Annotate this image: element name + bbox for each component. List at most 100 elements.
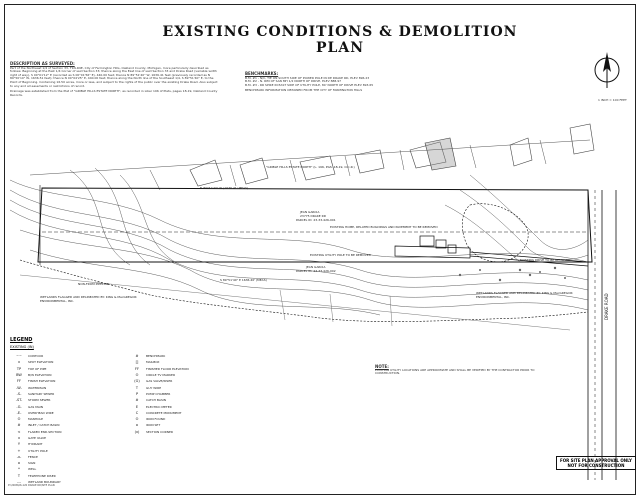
legend-row: ~~CONTOUR xyxy=(10,353,62,359)
parcel1-id: PARCEL ID: 23-33-426-001 xyxy=(296,218,336,222)
legend-label: GATE VALVE xyxy=(28,436,47,440)
legend-label: TELEPHONE RISER xyxy=(28,473,56,478)
legend-row: E ELECTRIC METER xyxy=(128,403,189,409)
legend-label: IRON SET xyxy=(146,423,161,428)
sheet-border xyxy=(4,4,636,495)
north-arrow-icon xyxy=(594,52,620,88)
legend-row: -x- FENCE xyxy=(10,454,62,460)
legend-label: OVERHEAD WIRE xyxy=(28,410,54,415)
legend-label: FINISHED FLOOR ELEVATION xyxy=(146,366,189,371)
wetland-south-label: WETLANDS FLAGGED AND DELINEATED BY: KING… xyxy=(40,295,137,303)
legend-label: SPOT ELEVATION xyxy=(28,360,54,365)
benchmark-note: BENCHMARK INFORMATION OBTAINED FROM THE … xyxy=(245,88,363,93)
legend-row: #CATCH BASIN xyxy=(128,397,189,403)
legend-subtitle: EXISTING (IN) xyxy=(10,345,34,349)
legend-symbol-icon: [] xyxy=(135,360,139,365)
legend-symbol-icon: # xyxy=(17,423,21,428)
legend-row: # BENCHMARK xyxy=(128,353,189,359)
legend-row: TP TOP OF PIPE xyxy=(10,366,62,372)
benchmark-3: B.M. #3 - RR SPIKE IN EAST SIDE OF UTILI… xyxy=(245,82,374,87)
legend-symbol-icon: # xyxy=(135,354,139,359)
stamp-line-2: NOT FOR CONSTRUCTION xyxy=(567,463,625,468)
legend-label: CIRCLE TV MARKER xyxy=(146,373,176,378)
sheet-title: EXISTING CONDITIONS & DEMOLITION PLAN xyxy=(162,24,518,56)
legend-symbol-icon: o xyxy=(17,461,21,466)
legend-label: WATERMAIN xyxy=(28,385,47,390)
legend-symbol-icon: FF xyxy=(16,379,22,384)
legend-label: FINISH ELEVATION xyxy=(28,379,56,384)
benchmark-2: B.M. #2 - N. RIM OF SAN MH 1/2 NORTH OF … xyxy=(245,79,342,84)
legend-symbol-icon: < xyxy=(17,429,21,434)
legend-row: <FLARED END-SECTION xyxy=(10,429,62,435)
legend-symbol-icon: -x- xyxy=(16,454,22,459)
legend-symbol-icon: -S- xyxy=(16,391,22,396)
legend-symbol-icon: O xyxy=(135,373,139,378)
legend-symbol-icon: o xyxy=(135,423,139,428)
legend-label: SECTION CORNER xyxy=(146,429,173,434)
legend-label: MANHOLE xyxy=(28,417,44,422)
north-bearing-label: N 89°51'40" W (1636.41' MEAS) xyxy=(200,186,249,190)
existing-home-label: EXISTING HOME, RELATED BUILDINGS AND PAV… xyxy=(330,225,438,229)
legend-symbol-icon: -G- xyxy=(16,404,22,409)
legend-label: INLET / CATCH BASIN xyxy=(28,423,60,428)
legend-title: LEGEND xyxy=(10,337,33,343)
legend-label: BENCHMARK xyxy=(146,354,166,359)
legend-label: MAILBOX xyxy=(146,360,160,365)
legend-row: -ST-STORM SEWER xyxy=(10,397,62,403)
wetland-boundary xyxy=(19,203,589,322)
legend-symbol-icon: -E- xyxy=(16,410,22,415)
legend-row: -G- GAS MAIN xyxy=(10,403,62,409)
legend-row: (x)SECTION CORNER xyxy=(128,429,189,435)
legend-row: [] MAILBOX xyxy=(128,359,189,365)
legend-row: O CIRCLE TV MARKER xyxy=(128,372,189,378)
legend-symbol-icon: C xyxy=(135,410,139,415)
subdivision-label: "GRIBLE HILLS ESTATE NORTH" (L. 196, PGS… xyxy=(266,165,355,169)
legal-description-heading: DESCRIPTION AS SURVEYED: xyxy=(10,61,75,66)
notes-heading: NOTE: xyxy=(375,364,389,369)
drive-label: EXISTING DRIVE TO BE REMOVED xyxy=(520,258,571,262)
legend-label: WETLAND BOUNDARY xyxy=(28,480,61,485)
legend-symbol-icon: TP xyxy=(16,366,22,371)
legend-label: SANITARY SEWER xyxy=(28,391,55,396)
stamp-line-1: FOR SITE PLAN APPROVAL ONLY xyxy=(560,458,632,463)
contour-lines xyxy=(9,167,589,316)
legend-row: ---WETLAND BOUNDARY xyxy=(10,479,62,485)
legend-symbol-icon: # xyxy=(135,398,139,403)
legend-symbol-icon: * xyxy=(18,467,20,472)
legend-row: FF FINISH ELEVATION xyxy=(10,378,62,384)
legend-label: GAS MAIN xyxy=(28,404,44,409)
legend-label: FENCE xyxy=(28,454,38,459)
legend-label: ELECTRIC METER xyxy=(146,404,172,409)
wetland-north-label: WETLANDS FLAGGED AND DELINEATED BY: KING… xyxy=(476,291,573,299)
legend-label: CONTOUR xyxy=(28,354,44,359)
legend-label: GAS VALVE/RISER xyxy=(146,379,173,384)
file-path-footer: P:\2006\06-120 DRAKE RD\SITE PLAN xyxy=(8,484,55,487)
benchmark-1: B.M. #1 - N/C, TIE ON SOUTH SIDE OF POWE… xyxy=(245,75,370,80)
legend-symbol-icon: E xyxy=(135,404,139,409)
legal-description-source: Drainage was established from the Plat o… xyxy=(10,89,218,97)
benchmarks-heading: BENCHMARKS: xyxy=(245,71,279,76)
parcel1-address: 23775 DRAKE RD xyxy=(300,214,327,218)
notes-body: EXISTING UTILITY LOCATIONS ARE APPROXIMA… xyxy=(375,367,535,376)
drake-road-label: DRAKE ROAD xyxy=(604,293,609,320)
legend-row: o IRON SET xyxy=(128,422,189,428)
subdivision-lots xyxy=(189,123,595,187)
legend-label: SIGN xyxy=(28,461,36,466)
legend-row: o SIGN xyxy=(10,460,62,466)
legend-symbol-icon: x xyxy=(17,436,21,440)
legend-symbol-icon: -W- xyxy=(16,385,22,390)
legend-label: TOP OF PIPE xyxy=(28,366,47,371)
legend-symbol-icon: + xyxy=(17,448,21,453)
legal-description-body: Part of the Northeast 1/4 of Section 33,… xyxy=(10,65,218,88)
